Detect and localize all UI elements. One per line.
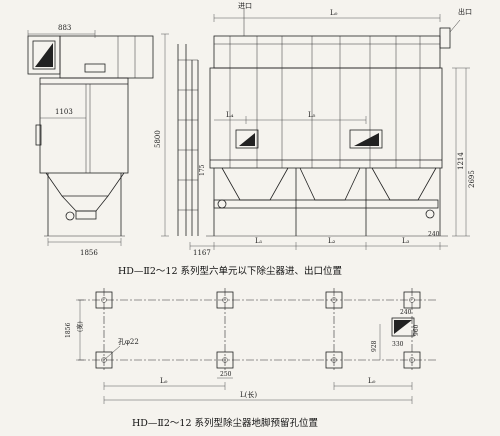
label-1103: 1103 — [55, 108, 73, 116]
label-width: (宽) — [76, 321, 84, 332]
label-1214: 1214 — [457, 152, 465, 170]
label-960: 960 — [413, 324, 420, 336]
caption-bottom: HD—Ⅱ2～12 系列型除尘器地脚预留孔位置 — [132, 417, 318, 429]
label-5800: 5800 — [154, 130, 162, 148]
label-240-top: 240 — [428, 231, 440, 238]
label-2695: 2695 — [468, 170, 476, 188]
label-l1: L₁ — [255, 237, 263, 245]
label-outlet: 出口 — [458, 7, 472, 16]
label-240-bottom: 240 — [400, 309, 412, 316]
label-length: L(长) — [240, 390, 257, 399]
label-1167: 1167 — [193, 249, 211, 257]
foundation-plan — [76, 288, 438, 404]
label-l4: L₄ — [226, 111, 234, 119]
label-l3: L₃ — [402, 237, 410, 245]
label-1856-top: 1856 — [80, 249, 98, 257]
label-330: 330 — [392, 341, 404, 348]
label-175: 175 — [199, 164, 206, 176]
side-view — [27, 30, 169, 246]
label-l0-right: L₀ — [368, 377, 376, 385]
label-l2: L₂ — [328, 237, 336, 245]
front-view — [189, 8, 470, 250]
label-883: 883 — [58, 24, 71, 32]
label-1856-bottom: 1856 — [65, 323, 72, 338]
ladder — [177, 44, 199, 236]
label-inlet: 进口 — [238, 2, 252, 10]
label-250: 250 — [220, 371, 232, 378]
label-l5: L₅ — [308, 111, 316, 119]
label-l0-left: L₀ — [160, 377, 168, 385]
label-928: 928 — [371, 340, 378, 352]
caption-top: HD—Ⅱ2～12 系列型六单元以下除尘器进、出口位置 — [118, 265, 342, 277]
label-hole: 孔φ22 — [118, 338, 139, 346]
label-l0: L₀ — [330, 9, 338, 17]
